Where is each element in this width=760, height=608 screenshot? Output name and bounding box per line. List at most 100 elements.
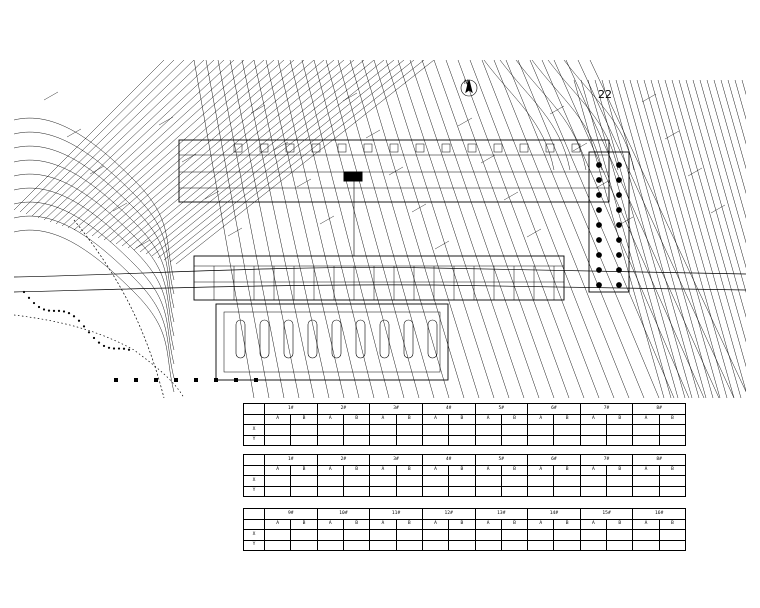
table-row: X bbox=[243, 529, 687, 541]
table-cell bbox=[421, 475, 450, 487]
table-cell bbox=[342, 539, 371, 552]
table-cell bbox=[342, 529, 371, 541]
site-plan-drawing: N 22 bbox=[14, 60, 746, 398]
table-cell bbox=[658, 485, 687, 498]
table-header-cell: 6# bbox=[527, 454, 581, 466]
table-subheader-cell: A bbox=[527, 464, 555, 477]
table-cell bbox=[606, 485, 634, 498]
table-row: X bbox=[243, 475, 687, 487]
table-subheader-cell bbox=[243, 464, 265, 477]
table-cell bbox=[579, 529, 608, 541]
table-subheader-cell: B bbox=[342, 518, 371, 531]
table-subheader-cell: A bbox=[474, 413, 502, 426]
table-cell bbox=[500, 475, 529, 487]
table-cell bbox=[395, 475, 423, 487]
table-cell bbox=[421, 539, 450, 552]
table-cell bbox=[553, 529, 581, 541]
table-cell bbox=[658, 475, 687, 487]
table-subheader-cell: B bbox=[395, 518, 423, 531]
table-cell bbox=[395, 529, 423, 541]
north-arrow-icon bbox=[460, 79, 478, 97]
table-cell bbox=[369, 475, 397, 487]
table-cell bbox=[658, 434, 687, 447]
table-subheader-cell: B bbox=[395, 464, 423, 477]
table-cell bbox=[579, 485, 608, 498]
table-cell bbox=[553, 539, 581, 552]
table-cell bbox=[290, 539, 318, 552]
table-subheader-cell: B bbox=[606, 413, 634, 426]
table-subheader-cell: A bbox=[527, 518, 555, 531]
table-cell bbox=[290, 424, 318, 436]
bridge-structure bbox=[178, 139, 630, 381]
table-cell bbox=[658, 539, 687, 552]
table-cell: X bbox=[243, 424, 265, 436]
north-label: N bbox=[464, 79, 469, 86]
table-header-cell: 1# bbox=[264, 454, 318, 466]
table-cell bbox=[316, 424, 344, 436]
table-row: Y bbox=[243, 434, 687, 447]
table-cell bbox=[632, 539, 660, 552]
table-cell bbox=[263, 539, 292, 552]
table-subheader-cell: A bbox=[316, 413, 344, 426]
table-header-cell bbox=[243, 403, 265, 415]
table-cell bbox=[316, 475, 344, 487]
table-header-cell: 4# bbox=[421, 454, 476, 466]
table-subheader-cell: B bbox=[448, 518, 476, 531]
table-subheader-cell bbox=[243, 518, 265, 531]
table-cell bbox=[342, 424, 371, 436]
table-cell bbox=[527, 475, 555, 487]
table-cell: Y bbox=[243, 539, 265, 552]
pile-caps bbox=[235, 319, 438, 359]
table-cell bbox=[553, 485, 581, 498]
table-row: Y bbox=[243, 485, 687, 498]
table-subheader-cell: B bbox=[553, 518, 581, 531]
table-cell bbox=[369, 424, 397, 436]
table-cell bbox=[316, 434, 344, 447]
table-subheader-cell: A bbox=[421, 464, 450, 477]
table-header-cell: 8# bbox=[632, 454, 686, 466]
table-header-cell: 12# bbox=[421, 508, 476, 520]
table-cell bbox=[369, 539, 397, 552]
table-cell bbox=[606, 529, 634, 541]
table-cell: Y bbox=[243, 485, 265, 498]
table-header-cell: 7# bbox=[579, 403, 634, 415]
table-cell: X bbox=[243, 475, 265, 487]
table-cell bbox=[290, 485, 318, 498]
table-subheader-cell: A bbox=[263, 413, 292, 426]
table-header-cell: 3# bbox=[369, 403, 423, 415]
table-subheader-cell: B bbox=[342, 413, 371, 426]
table-subheader-cell: B bbox=[553, 464, 581, 477]
table-header-cell: 13# bbox=[474, 508, 529, 520]
table-subheader-cell: B bbox=[658, 464, 687, 477]
table-cell bbox=[290, 434, 318, 447]
table-cell bbox=[316, 529, 344, 541]
dotted-boundary bbox=[22, 290, 258, 382]
table-header-row: 1#2#3#4#5#6#7#8# bbox=[243, 403, 686, 415]
table-header-cell: 5# bbox=[474, 403, 529, 415]
table-subheader-cell: A bbox=[263, 518, 292, 531]
table-cell bbox=[395, 485, 423, 498]
table-cell bbox=[527, 539, 555, 552]
table-subheader-cell: A bbox=[263, 464, 292, 477]
table-cell bbox=[579, 539, 608, 552]
table-cell bbox=[606, 424, 634, 436]
table-header-cell: 9# bbox=[264, 508, 318, 520]
table-subheader-cell: A bbox=[474, 464, 502, 477]
table-cell bbox=[448, 539, 476, 552]
table-subheader-cell: B bbox=[342, 464, 371, 477]
table-subheader-cell: A bbox=[632, 413, 660, 426]
table-cell bbox=[448, 434, 476, 447]
table-subheader-cell: A bbox=[316, 464, 344, 477]
table-subheader-cell: B bbox=[606, 464, 634, 477]
table-cell bbox=[290, 529, 318, 541]
table-header-cell: 2# bbox=[316, 454, 371, 466]
table-subheader-cell: B bbox=[290, 413, 318, 426]
table-subheader-cell: A bbox=[632, 518, 660, 531]
table-subheader-cell: A bbox=[632, 464, 660, 477]
table-header-row: 1#2#3#4#5#6#7#8# bbox=[243, 454, 686, 466]
table-header-cell: 16# bbox=[632, 508, 686, 520]
table-cell bbox=[421, 485, 450, 498]
